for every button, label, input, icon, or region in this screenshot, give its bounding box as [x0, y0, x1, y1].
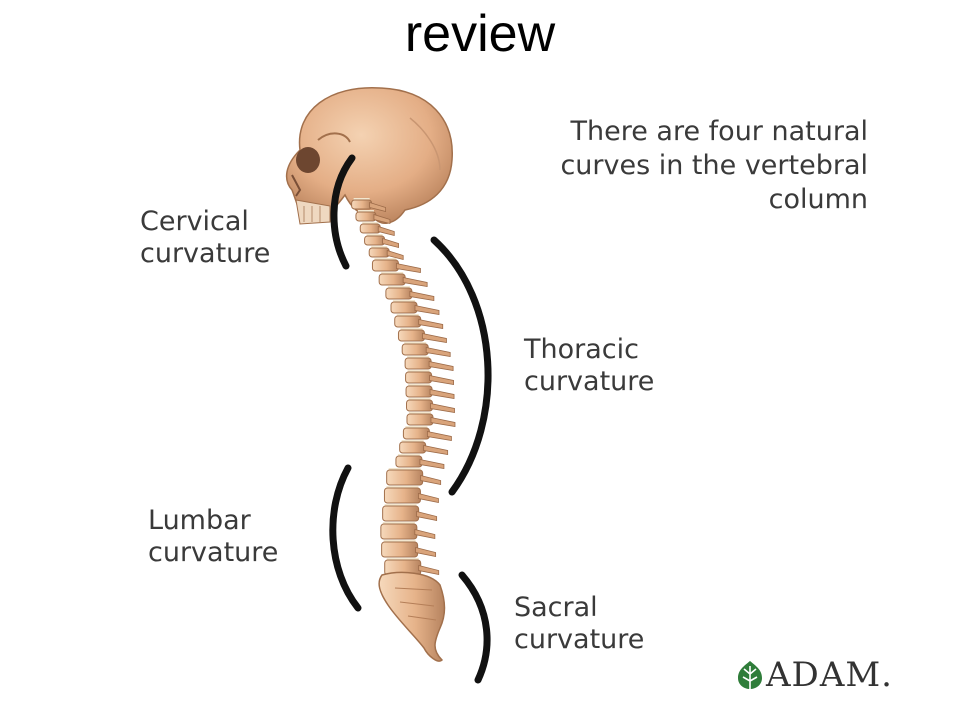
- thoracic-label-line-2: curvature: [524, 366, 655, 397]
- vertebra: [399, 441, 427, 454]
- intro-line-3: column: [768, 184, 868, 215]
- spinous-process: [416, 510, 438, 521]
- adam-logo: ADAM.: [734, 655, 893, 695]
- vertebra: [401, 343, 429, 356]
- vertebra: [395, 455, 423, 468]
- slide-title: review: [404, 5, 556, 63]
- intro-text: There are four natural curves in the ver…: [560, 115, 868, 217]
- spinous-process: [430, 417, 456, 427]
- spinous-process: [402, 277, 428, 287]
- vertebra: [406, 399, 434, 412]
- logo-text: ADAM.: [766, 655, 893, 695]
- sacral-label: Sacral curvature: [514, 592, 644, 656]
- vertebra: [381, 541, 419, 558]
- spinous-process: [428, 361, 454, 371]
- vertebra: [390, 301, 418, 314]
- spinous-process: [382, 237, 399, 249]
- skull: [285, 87, 453, 225]
- vertebra: [351, 199, 373, 210]
- vertebra: [359, 223, 381, 234]
- vertebra: [383, 487, 421, 504]
- spinous-process: [418, 319, 444, 329]
- sacral-label-line-2: curvature: [514, 624, 645, 655]
- vertebra: [405, 371, 433, 384]
- leaf-icon: [738, 661, 762, 689]
- thoracic-label-line-1: Thoracic: [524, 334, 639, 365]
- cervical-label-line-2: curvature: [140, 238, 271, 269]
- vertebra: [355, 211, 377, 222]
- spinous-process: [423, 445, 449, 455]
- thoracic-label: Thoracic curvature: [524, 334, 654, 398]
- vertebra: [404, 357, 432, 370]
- spinous-process: [386, 249, 404, 261]
- spinous-process: [425, 347, 451, 357]
- vertebra: [380, 523, 418, 540]
- vertebra: [405, 385, 433, 398]
- vertebra: [378, 273, 406, 286]
- vertebra: [394, 315, 422, 328]
- vertebra: [397, 329, 425, 342]
- vertebra: [402, 427, 430, 440]
- sacrum: [378, 571, 446, 662]
- spinous-process: [419, 459, 445, 469]
- thoracic-bracket: [430, 236, 492, 496]
- spinous-process: [414, 305, 440, 315]
- spinous-process: [429, 375, 454, 385]
- intro-line-2: curves in the vertebral: [560, 150, 868, 181]
- lumbar-label: Lumbar curvature: [148, 505, 278, 569]
- intro-line-1: There are four natural: [570, 116, 869, 147]
- vertebral-column: [351, 198, 456, 576]
- spinous-process: [430, 403, 455, 413]
- vertebra: [371, 259, 399, 272]
- spinous-process: [420, 474, 442, 485]
- cervical-bracket: [330, 154, 356, 270]
- spinous-process: [377, 225, 395, 237]
- lumbar-bracket: [329, 464, 362, 612]
- spinous-process: [418, 492, 439, 503]
- vertebra: [364, 235, 386, 246]
- spinous-process: [427, 431, 452, 441]
- vertebra: [382, 505, 420, 522]
- vertebra: [386, 469, 424, 486]
- spinous-process: [414, 528, 436, 539]
- spinous-process: [418, 564, 440, 575]
- sacral-bracket: [458, 571, 491, 684]
- spinous-process: [422, 333, 447, 343]
- spinous-process: [409, 291, 435, 301]
- spinous-process: [415, 546, 437, 557]
- vertebra: [385, 287, 413, 300]
- lumbar-label-line-2: curvature: [148, 537, 279, 568]
- sacral-label-line-1: Sacral: [514, 592, 598, 623]
- vertebra: [406, 413, 434, 426]
- spinous-process: [369, 201, 387, 213]
- spinous-process: [373, 213, 391, 225]
- cervical-label: Cervical curvature: [140, 206, 270, 270]
- vertebra: [368, 247, 390, 258]
- cervical-label-line-1: Cervical: [140, 206, 249, 237]
- spinous-process: [429, 389, 455, 399]
- spinous-process: [396, 263, 421, 273]
- lumbar-label-line-1: Lumbar: [148, 505, 251, 536]
